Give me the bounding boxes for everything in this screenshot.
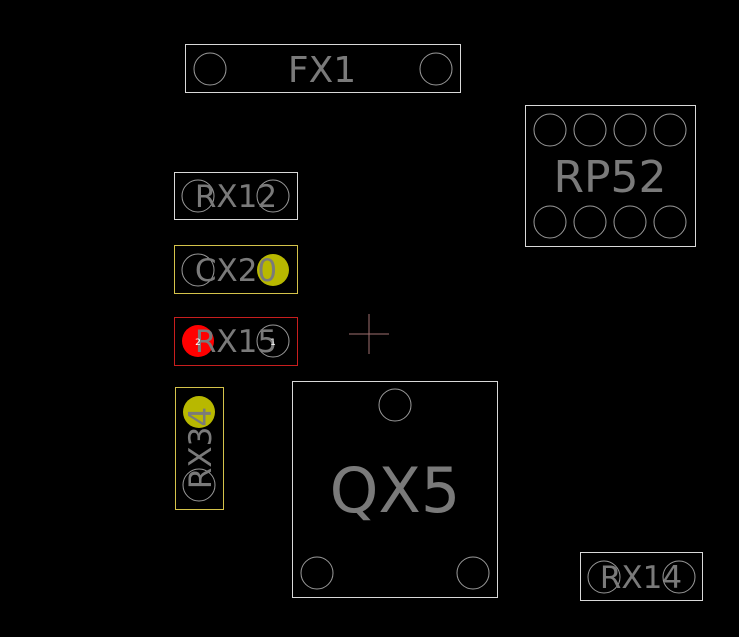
rx15-pad-1[interactable] [182, 325, 214, 357]
rp52-pad-4[interactable] [653, 113, 687, 147]
rx12-refdes: RX12 [195, 179, 277, 215]
rx34-refdes: RX34 [183, 407, 219, 489]
component-qx5[interactable]: QX5 [292, 381, 498, 598]
rp52-pad-8[interactable] [653, 205, 687, 239]
rx14-pad-1[interactable] [587, 560, 621, 594]
rp52-pad-3[interactable] [613, 113, 647, 147]
rx15-pin-label-2: 1 [270, 338, 276, 348]
rp52-pad-7[interactable] [613, 205, 647, 239]
rp52-refdes: RP52 [553, 152, 666, 203]
rx12-outline [174, 172, 298, 220]
rp52-outline [525, 105, 696, 247]
cx20-pad-1[interactable] [181, 253, 215, 287]
component-cx20[interactable]: CX20 [174, 245, 298, 294]
rx15-pad-2[interactable] [256, 324, 290, 358]
rx14-pad-2[interactable] [662, 560, 696, 594]
rx15-pin-label-1: 2 [195, 338, 201, 348]
rp52-pad-1[interactable] [533, 113, 567, 147]
component-rx12[interactable]: RX12 [174, 172, 298, 220]
rp52-pad-5[interactable] [533, 205, 567, 239]
crosshair-icon [349, 314, 389, 354]
fx1-pad-1[interactable] [193, 52, 227, 86]
rx34-outline [175, 387, 224, 510]
qx5-outline [292, 381, 498, 598]
cx20-outline [174, 245, 298, 294]
rp52-pad-6[interactable] [573, 205, 607, 239]
component-rp52[interactable]: RP52 [525, 105, 696, 247]
component-rx34[interactable]: RX34 [175, 387, 224, 510]
qx5-pad-2[interactable] [300, 556, 334, 590]
fx1-refdes: FX1 [288, 50, 356, 91]
fx1-outline [185, 44, 461, 93]
cx20-refdes: CX20 [195, 253, 277, 289]
qx5-refdes: QX5 [330, 454, 461, 527]
rx12-pad-1[interactable] [181, 179, 215, 213]
qx5-pad-1[interactable] [378, 388, 412, 422]
rx34-pad-2[interactable] [182, 468, 216, 502]
rx14-outline [580, 552, 703, 601]
rx14-refdes: RX14 [600, 560, 682, 596]
rx15-refdes: RX15 [195, 324, 277, 360]
rx15-outline [174, 317, 298, 366]
component-rx14[interactable]: RX14 [580, 552, 703, 601]
cx20-pad-2[interactable] [257, 254, 289, 286]
qx5-pad-3[interactable] [456, 556, 490, 590]
component-fx1[interactable]: FX1 [185, 44, 461, 93]
component-rx15[interactable]: RX15 2 1 [174, 317, 298, 366]
rx12-pad-2[interactable] [256, 179, 290, 213]
rp52-pad-2[interactable] [573, 113, 607, 147]
rx34-pad-1[interactable] [183, 396, 215, 428]
fx1-pad-2[interactable] [419, 52, 453, 86]
